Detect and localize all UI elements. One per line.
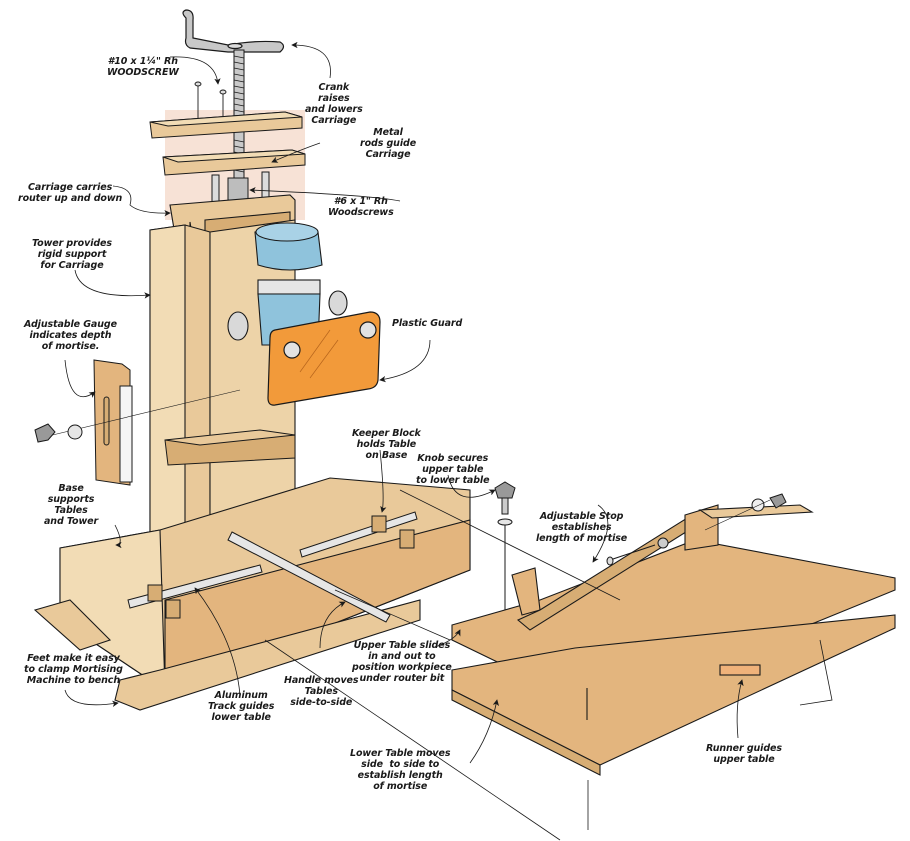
stop-screw [606, 493, 787, 566]
nut-block [227, 177, 249, 201]
top-plate [149, 111, 303, 139]
lower-table [451, 614, 896, 776]
projection-lines [264, 489, 833, 841]
keeper-blocks [147, 515, 415, 619]
knob [494, 481, 516, 610]
adjustable-gauge [34, 359, 241, 486]
callout-plastic-guard: Plastic Guard [392, 318, 463, 329]
carriage-plate [162, 149, 306, 176]
plastic-guard [267, 311, 381, 406]
rod-block [164, 429, 296, 466]
leader-lines [64, 41, 744, 764]
crank-handle [182, 9, 285, 53]
